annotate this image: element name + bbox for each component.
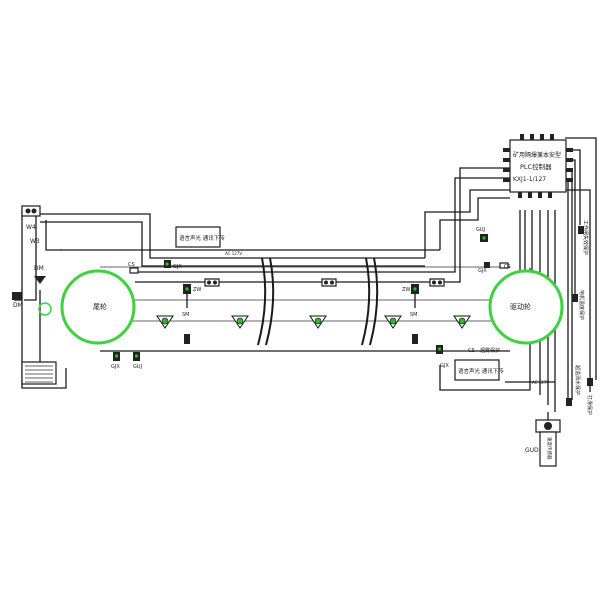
label-guj-bottom: GUJ xyxy=(133,364,142,370)
cs-left-sensor: CS xyxy=(128,262,139,274)
vertical-label-1: 工作闸失效保护 xyxy=(582,220,589,255)
alarm-box-left-label: 语言声光 通讯下传 xyxy=(179,234,225,242)
label-guj-right: GUJ xyxy=(476,227,485,233)
label-gjx-left: GJX xyxy=(173,264,182,270)
drive-wheel: 驱动轮 xyxy=(488,269,564,345)
label-cs-right: CS xyxy=(504,264,511,270)
tail-wheel-label: 尾轮 xyxy=(93,302,107,311)
break-marks xyxy=(257,257,379,346)
label-gjx-bottom-left: GJX xyxy=(111,364,120,370)
label-gud: GUD xyxy=(525,447,539,454)
vertical-label-4: 打滑保护 xyxy=(586,395,593,415)
bottom-right-sensors: GJX CS 烟雾保护 xyxy=(436,345,500,369)
zw-right-unit: ZW SM xyxy=(402,284,419,344)
label-dm-top: DM xyxy=(34,265,44,272)
label-cs-bottom-text: 烟雾保护 xyxy=(480,347,500,354)
plc-title-line3: KXJ1-1/127 xyxy=(513,176,546,183)
cable-tension-switch-icon xyxy=(204,278,445,287)
plc-title-line1: 矿用隔爆兼本安型 xyxy=(513,151,561,159)
tension-weight xyxy=(21,361,57,385)
label-cs-bottom: CS xyxy=(468,348,475,354)
gud-box-label: 速度传感器 xyxy=(546,437,553,460)
label-w4: W4 xyxy=(26,224,36,231)
alarm-box-right-label: 语言声光 通讯下传 xyxy=(458,367,504,375)
coal-level-sensor-icon xyxy=(156,315,471,329)
zw-left-unit: ZW SM xyxy=(182,284,201,344)
plc-title-line2: PLC控制器 xyxy=(520,162,552,171)
plc-controller: 矿用隔爆兼本安型 PLC控制器 KXJ1-1/127 xyxy=(503,134,573,198)
cs-right-sensor: CS xyxy=(499,262,511,270)
label-ac-bottom: AC 127V xyxy=(532,380,549,385)
drive-wheel-label: 驱动轮 xyxy=(510,302,531,311)
deviation-switch-icon xyxy=(12,276,46,300)
gjx-right-sensor: GUJ GJX xyxy=(476,227,490,274)
label-gjx-right: GJX xyxy=(478,268,487,274)
gjx-left-sensor: GJX xyxy=(164,260,182,270)
alarm-box-right: 语言声光 通讯下传 xyxy=(454,359,504,381)
label-sm-left: SM xyxy=(182,312,190,318)
right-vertical-labels: 工作闸失效保护 电机温度保护 超温洒水保护 打滑保护 xyxy=(566,220,593,415)
label-sm-right: SM xyxy=(410,312,418,318)
label-dm-left: DM xyxy=(13,302,23,309)
label-gjx-bottom-right: GJX xyxy=(440,363,449,369)
label-cs-left: CS xyxy=(128,262,135,268)
gud-sensor: 速度传感器 GUD xyxy=(525,419,561,467)
label-w3: W3 xyxy=(30,238,40,245)
vertical-label-3: 超温洒水保护 xyxy=(574,365,581,395)
label-ac-top: AC 127V xyxy=(225,251,242,256)
alarm-box-left: 语言声光 通讯下传 xyxy=(175,226,225,248)
label-zw-left: ZW xyxy=(193,287,201,293)
label-zw-right: ZW xyxy=(402,287,410,293)
tail-wheel: 尾轮 xyxy=(38,269,136,345)
bottom-left-sensors: GJX GUJ xyxy=(111,352,142,370)
speed-sensor-icon xyxy=(21,205,41,217)
vertical-label-2: 电机温度保护 xyxy=(578,290,585,320)
